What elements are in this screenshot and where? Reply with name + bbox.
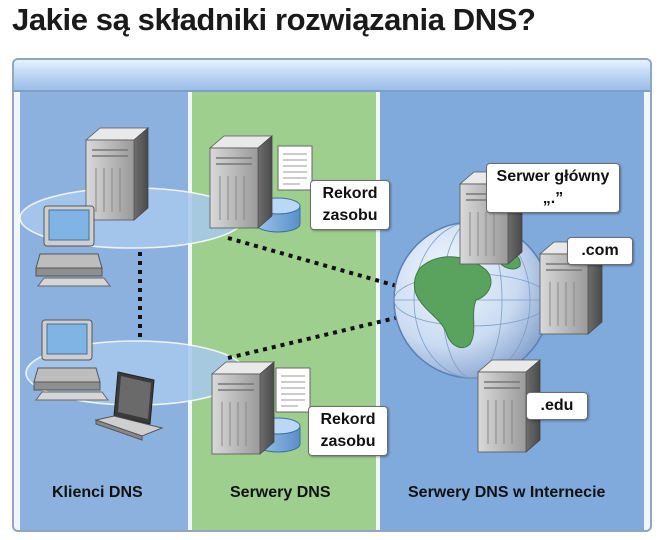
link-bottom-server-internet	[227, 314, 405, 360]
clients-label: Klienci DNS	[52, 484, 143, 501]
record-callout-top: Rekord zasobu	[310, 180, 390, 230]
root-server-label: Serwer główny „.”	[486, 163, 620, 213]
internet-servers-label: Serwery DNS w Internecie	[408, 484, 606, 501]
dns-record-bottom-icon	[275, 367, 311, 413]
record-callout-bottom-line1: Rekord	[320, 411, 376, 428]
dns-server-bottom-icon	[211, 361, 275, 455]
client-server-icon	[85, 127, 149, 221]
edu-server-label: .edu	[526, 392, 588, 420]
record-callout-top-line2: zasobu	[322, 207, 378, 224]
record-callout-top-line1: Rekord	[322, 185, 378, 202]
page-title: Jakie są składniki rozwiązania DNS?	[12, 2, 536, 37]
record-callout-bottom-line2: zasobu	[320, 433, 376, 450]
dns-server-top-icon	[209, 135, 273, 229]
com-server-label: .com	[567, 237, 633, 265]
dns-servers-label: Serwery DNS	[230, 484, 331, 501]
header-bar	[14, 60, 650, 92]
link-top-server-internet	[227, 236, 405, 290]
record-callout-bottom: Rekord zasobu	[308, 406, 388, 456]
dns-record-top-icon	[277, 145, 313, 191]
client-laptop-icon	[94, 371, 164, 441]
